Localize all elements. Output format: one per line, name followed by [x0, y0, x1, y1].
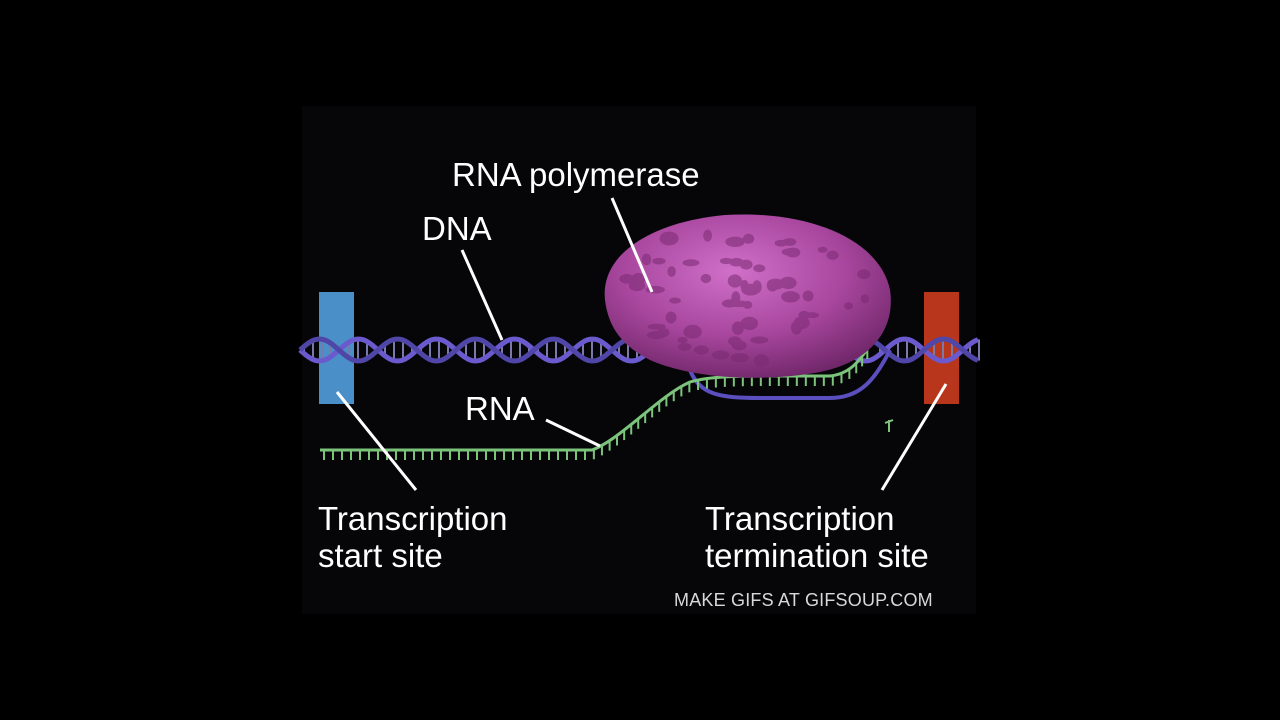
- polymerase-texture-spot: [727, 274, 743, 288]
- polymerase-texture-spot: [753, 354, 770, 368]
- polymerase-texture-spot: [659, 231, 679, 246]
- label-rna: RNA: [465, 390, 535, 427]
- polymerase-texture-spot: [677, 336, 688, 344]
- rna-strand: [320, 347, 870, 452]
- polymerase-texture-spot: [682, 259, 700, 267]
- polymerase-texture-spot: [774, 239, 788, 247]
- rna-polymerase-enzyme: [604, 214, 891, 378]
- polymerase-texture-spot: [631, 273, 645, 287]
- polymerase-texture-spot: [669, 297, 681, 304]
- polymerase-texture-spot: [742, 233, 755, 244]
- label-termination-site-line2: termination site: [705, 537, 929, 574]
- polymerase-texture-spot: [857, 269, 871, 280]
- pointer-rna: [545, 418, 601, 448]
- polymerase-texture-spot: [646, 331, 666, 340]
- polymerase-texture: [619, 229, 871, 368]
- polymerase-texture-spot: [619, 274, 635, 284]
- polymerase-texture-spot: [781, 248, 798, 256]
- label-termination-site-line1: Transcription: [705, 500, 895, 537]
- polymerase-texture-spot: [711, 350, 730, 360]
- polymerase-texture-spot: [652, 257, 666, 265]
- polymerase-texture-spot: [844, 302, 853, 310]
- rna-nucleotides: [323, 349, 869, 460]
- free-nucleotide: [884, 419, 894, 432]
- label-start-site-line2: start site: [318, 537, 443, 574]
- pointer-start-site: [335, 391, 418, 491]
- polymerase-texture-spot: [700, 273, 712, 284]
- polymerase-texture-spot: [781, 291, 800, 303]
- polymerase-texture-spot: [667, 266, 676, 277]
- watermark: MAKE GIFS AT GIFSOUP.COM: [674, 590, 933, 610]
- polymerase-texture-spot: [753, 264, 766, 273]
- polymerase-texture-spot: [798, 310, 810, 320]
- polymerase-texture-spot: [719, 257, 733, 265]
- polymerase-texture-spot: [665, 311, 677, 324]
- polymerase-texture-spot: [730, 353, 749, 363]
- polymerase-texture-spot: [731, 340, 747, 351]
- polymerase-texture-spot: [741, 283, 760, 296]
- polymerase-texture-spot: [647, 323, 666, 330]
- label-rna-polymerase: RNA polymerase: [452, 156, 700, 193]
- dna-transcription-bubble: [688, 349, 892, 400]
- polymerase-texture-spot: [683, 324, 702, 339]
- polymerase-texture-spot: [729, 300, 749, 308]
- polymerase-texture-spot: [750, 336, 769, 344]
- polymerase-texture-spot: [677, 343, 692, 351]
- polymerase-texture-spot: [641, 253, 652, 266]
- pointer-termination-site: [880, 383, 948, 491]
- polymerase-texture-spot: [739, 259, 753, 270]
- polymerase-texture-spot: [703, 229, 712, 242]
- dna-strand-a: [298, 336, 979, 364]
- polymerase-texture-spot: [826, 250, 839, 260]
- label-dna: DNA: [422, 210, 492, 247]
- polymerase-texture-spot: [860, 294, 870, 304]
- pointer-dna: [460, 249, 504, 341]
- polymerase-texture-spot: [740, 316, 759, 331]
- polymerase-texture-spot: [779, 276, 797, 289]
- polymerase-texture-spot: [725, 236, 745, 247]
- pointer-rna-polymerase: [610, 197, 654, 293]
- polymerase-texture-spot: [802, 290, 814, 302]
- polymerase-texture-spot: [693, 345, 710, 355]
- polymerase-texture-spot: [817, 246, 828, 253]
- label-start-site-line1: Transcription: [318, 500, 508, 537]
- polymerase-texture-spot: [793, 316, 810, 330]
